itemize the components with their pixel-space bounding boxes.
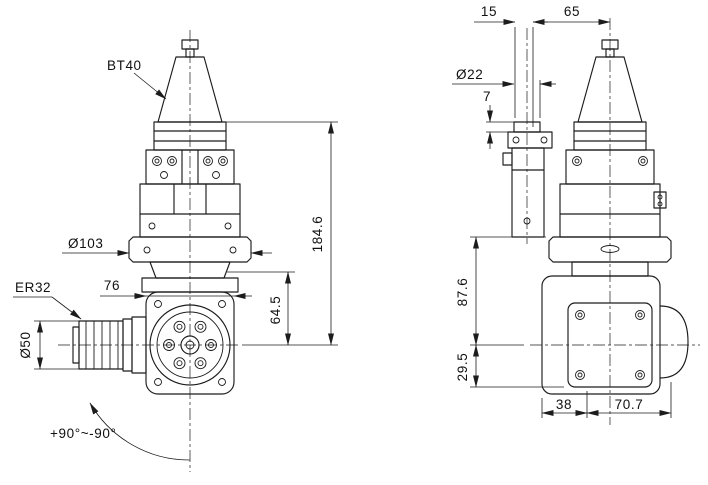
- width76-label: 76: [104, 278, 120, 293]
- front-dimensions: BT40 Ø103 76 ER32 Ø50 184.6: [13, 58, 338, 461]
- offset29-label: 29.5: [455, 353, 470, 382]
- side-view: 15 65 Ø22 7 87.6 29.5: [452, 4, 700, 425]
- side-spindle: [502, 121, 553, 238]
- er32-label: ER32: [15, 280, 51, 295]
- dia50-label: Ø50: [18, 331, 33, 358]
- front-mount-flange: [128, 236, 252, 293]
- height184-label: 184.6: [310, 216, 325, 253]
- front-body: [139, 149, 241, 238]
- bt40-label: BT40: [107, 58, 142, 73]
- width38-label: 38: [556, 397, 572, 412]
- width70-label: 70.7: [615, 397, 644, 412]
- dia22-label: Ø22: [456, 67, 483, 82]
- dia103-label: Ø103: [68, 236, 103, 251]
- height87-label: 87.6: [455, 278, 470, 307]
- side-dimensions: 15 65 Ø22 7 87.6 29.5: [452, 4, 672, 418]
- side-head: [541, 275, 689, 395]
- side-centerlines: [526, 18, 700, 425]
- side-body: [559, 149, 667, 238]
- front-view: BT40 Ø103 76 ER32 Ø50 184.6: [13, 30, 338, 472]
- height64-label: 64.5: [268, 296, 283, 325]
- swivel-label: +90°~-90°: [50, 426, 117, 441]
- nose7-label: 7: [483, 89, 491, 104]
- distance65-label: 65: [564, 4, 580, 19]
- offset15-label: 15: [481, 4, 497, 19]
- front-centerlines: [58, 30, 238, 472]
- front-collet: [72, 316, 147, 374]
